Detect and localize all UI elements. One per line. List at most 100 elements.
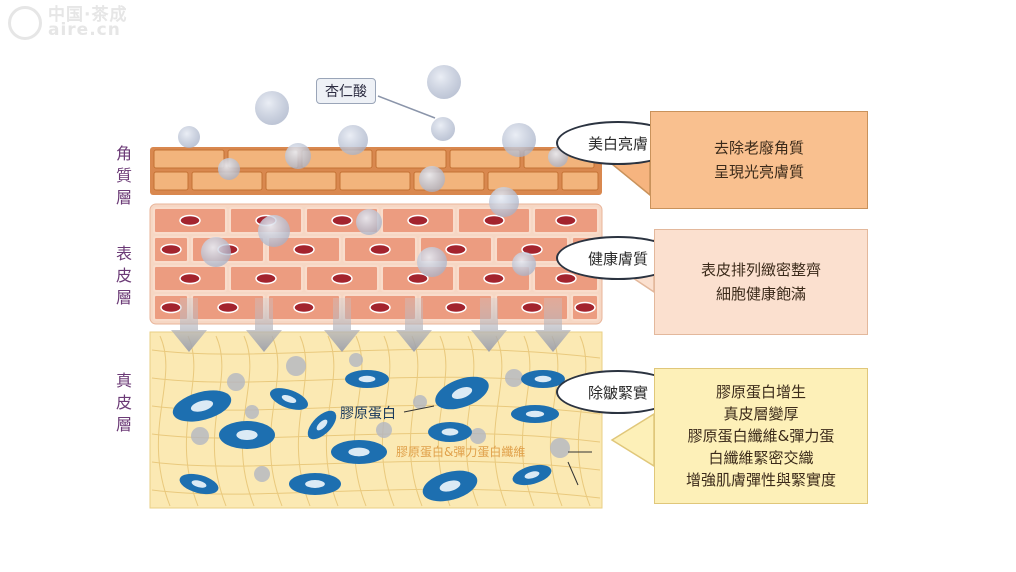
acid-molecule-sphere [255, 91, 289, 125]
cell-nucleus [293, 301, 315, 314]
collagen-ring-center [305, 480, 325, 488]
cell-nucleus [217, 301, 239, 314]
collagen-ring-center [441, 428, 459, 436]
acid-molecule-sphere [178, 126, 200, 148]
dermis-dot [505, 369, 523, 387]
corneum-brick [449, 149, 521, 169]
collagen-ring-center [190, 400, 214, 412]
collagen-ring-center [348, 447, 370, 457]
cell-nucleus [160, 301, 182, 314]
collagen-ring-center [191, 480, 207, 488]
collagen-ring-center [525, 410, 545, 418]
benefit-box-1: 去除老廢角質 呈現光亮膚質 [650, 111, 868, 209]
acid-molecule-sphere [427, 65, 461, 99]
acid-molecule-sphere [201, 237, 231, 267]
box-line: 去除老廢角質 [713, 139, 804, 157]
collagen-ring-center [358, 375, 376, 383]
dermis-fiber [381, 335, 395, 507]
box-line: 真皮層變厚 [723, 405, 799, 423]
cell-nucleus [407, 214, 429, 227]
collagen-ring-center [281, 394, 297, 404]
acid-molecule-sphere [285, 143, 311, 169]
box-line: 白纖維緊密交織 [708, 449, 814, 467]
acid-molecule-sphere [419, 166, 445, 192]
collagen-ring-center [524, 471, 540, 479]
cell-nucleus [521, 243, 543, 256]
layer-label: 真皮層 [115, 371, 132, 434]
dermis-dot [191, 427, 209, 445]
collagen-ring-center [316, 419, 328, 431]
cell-nucleus [483, 214, 505, 227]
dermis-layer [149, 331, 603, 509]
box-line: 表皮排列緻密整齊 [700, 261, 821, 279]
stratum-corneum-layer [150, 147, 602, 195]
down-arrow [535, 298, 571, 352]
dermis-dot [470, 428, 486, 444]
corneum-brick [561, 171, 599, 191]
acid-molecule-sphere [417, 247, 447, 277]
acid-molecule-sphere [431, 117, 455, 141]
acid-molecule-sphere [338, 125, 368, 155]
layer-label: 表皮層 [115, 244, 132, 307]
callout-label: 杏仁酸 [325, 84, 367, 100]
corneum-brick [375, 149, 447, 169]
box-line: 膠原蛋白纖維&彈力蛋 [687, 427, 835, 445]
dermis-dot [254, 466, 270, 482]
down-arrow [471, 298, 507, 352]
fiber-pointer-2 [567, 461, 579, 486]
down-arrow [246, 298, 282, 352]
box-line: 細胞健康飽滿 [715, 285, 806, 303]
collagen-label: 膠原蛋白 [340, 406, 396, 422]
cell-nucleus [521, 301, 543, 314]
bubble-label: 健康膚質 [587, 249, 648, 268]
cell-nucleus [445, 301, 467, 314]
collagen-ring-center [534, 375, 552, 383]
acid-molecule-sphere [258, 215, 290, 247]
dermis-fiber [151, 488, 601, 499]
label-dermis: 真皮層 [113, 370, 135, 436]
label-epidermis: 表皮層 [113, 243, 135, 309]
cell-nucleus [369, 243, 391, 256]
corneum-brick [301, 149, 373, 169]
corneum-brick [487, 171, 559, 191]
dermis-dot [286, 356, 306, 376]
box-line: 呈現光亮膚質 [713, 163, 804, 181]
benefit-box-2: 表皮排列緻密整齊 細胞健康飽滿 [654, 229, 868, 335]
epidermis-layer [149, 203, 603, 325]
dermis-fiber [353, 335, 367, 507]
fiber-label: 膠原蛋白&彈力蛋白纖維 [396, 444, 525, 459]
cell-nucleus [179, 272, 201, 285]
dermis-dot [550, 438, 570, 458]
dermis-dot [245, 405, 259, 419]
dermis-dot [349, 353, 363, 367]
corneum-brick [153, 171, 189, 191]
cell-nucleus [369, 301, 391, 314]
acid-molecule-sphere [489, 187, 519, 217]
cell-nucleus [407, 272, 429, 285]
watermark-line2: aire.cn [48, 20, 121, 40]
cell-nucleus [555, 214, 577, 227]
acid-molecule-sphere [218, 158, 240, 180]
dermis-fiber [157, 335, 171, 507]
watermark-line1: 中国·茶成 [48, 5, 128, 25]
collagen-pointer [403, 405, 435, 413]
down-arrow [171, 298, 207, 352]
acid-molecule-sphere [356, 209, 382, 235]
dermis-dot [227, 373, 245, 391]
cell-nucleus [331, 214, 353, 227]
cell-nucleus [179, 214, 201, 227]
collagen-ring-center [451, 387, 473, 399]
cell-nucleus [555, 272, 577, 285]
layer-label: 角質層 [115, 144, 132, 207]
dermis-dot [376, 422, 392, 438]
corneum-brick [153, 149, 225, 169]
dermis-fiber [241, 335, 255, 507]
box-line: 膠原蛋白增生 [715, 383, 806, 401]
corneum-brick [265, 171, 337, 191]
collagen-ring-center [439, 480, 461, 492]
benefit-box-3: 膠原蛋白增生 真皮層變厚 膠原蛋白纖維&彈力蛋 白纖維緊密交織 增強肌膚彈性與緊… [654, 368, 868, 504]
down-arrow [324, 298, 360, 352]
acid-molecule-sphere [502, 123, 536, 157]
cell-nucleus [160, 243, 182, 256]
